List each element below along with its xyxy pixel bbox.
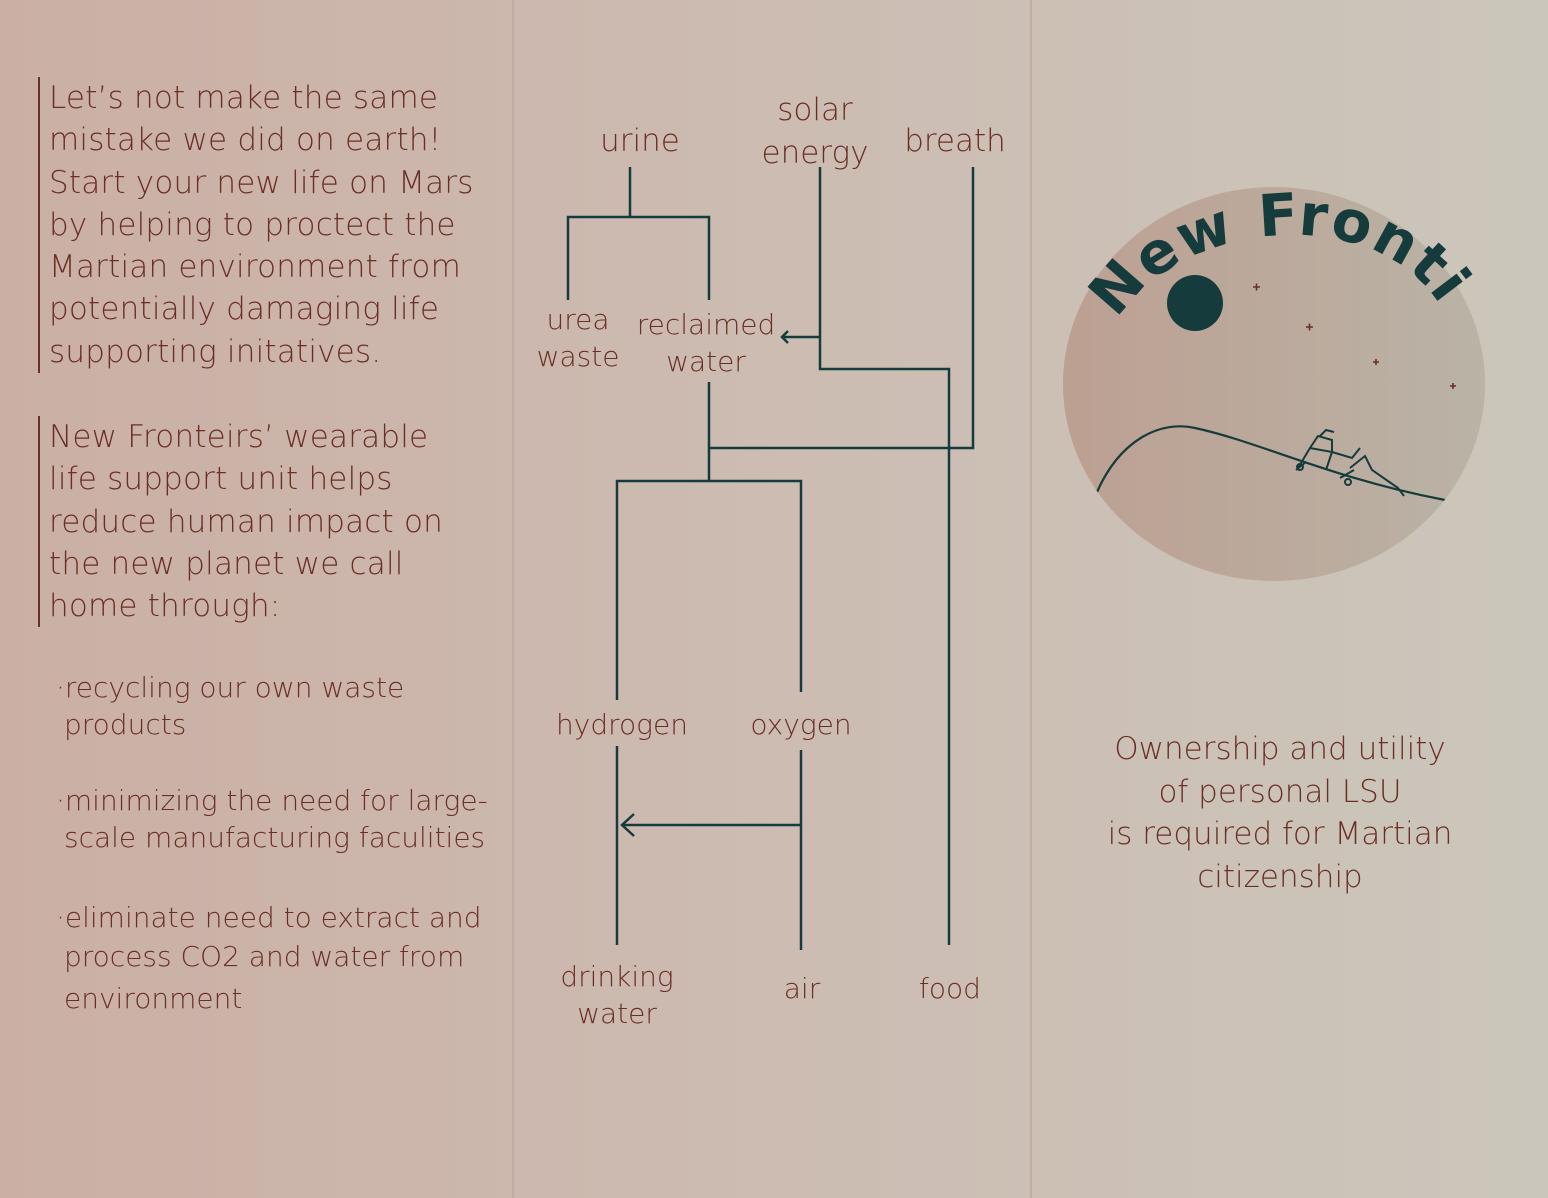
product-paragraph: New Fronteirs’ wearable life support uni… (38, 416, 443, 628)
label-solar-energy: solar energy (761, 92, 869, 171)
product-line: life support unit helps (49, 461, 393, 498)
intro-line: by helping to proctect the (49, 206, 456, 243)
intro-line: potentially damaging life (49, 291, 440, 328)
water-split (615, 479, 803, 700)
label-urine: urine (600, 123, 680, 159)
product-line: the new planet we call (49, 545, 404, 582)
intro-line: mistake we did on earth! (49, 122, 442, 159)
bullet-manufacturing: ·minimizing the need for large- scale ma… (56, 782, 488, 856)
label-oxygen: oxygen (750, 708, 852, 741)
label-food: food (919, 972, 981, 1005)
note-line: is required for Martian (1107, 816, 1453, 852)
note-line: citizenship (1197, 858, 1363, 895)
fold-line-right (1030, 0, 1032, 1198)
bullet-first-line: ·minimizing the need for large- (56, 784, 488, 817)
planet-icon (1167, 275, 1223, 331)
arrowhead (620, 813, 635, 837)
label-hydrogen: hydrogen (556, 708, 688, 741)
note-line: Ownership and utility (1114, 731, 1446, 767)
intro-line: supporting initatives. (49, 333, 382, 370)
intro-line: Martian environment from (49, 249, 461, 286)
product-line: New Fronteirs’ wearable (49, 419, 429, 455)
label-drinking-water: drinking water (560, 960, 674, 1030)
bullet-rest: process CO2 and water from environment (64, 940, 465, 1015)
citizenship-note: Ownership and utility of personal LSU is… (1090, 728, 1470, 898)
star-icons (1253, 283, 1456, 389)
bullet-extraction: ·eliminate need to extract and process C… (56, 899, 496, 1020)
intro-line: Let’s not make the same (49, 80, 439, 116)
label-urea-waste: urea waste (536, 303, 620, 373)
intro-line: Start your new life on Mars (49, 164, 474, 201)
mars-horizon (1095, 425, 1446, 502)
bullet-rest: scale manufacturing faculities (64, 821, 486, 854)
bullet-first-line: ·recycling our own waste (56, 671, 405, 704)
bullet-first-line: ·eliminate need to extract and (56, 901, 482, 934)
solar-line (818, 167, 951, 945)
fold-line-left (512, 0, 514, 1198)
intro-paragraph: Let’s not make the same mistake we did o… (38, 77, 474, 374)
breath-line (709, 167, 975, 450)
bullet-rest: products (64, 708, 187, 741)
rover-icon (1295, 428, 1405, 497)
label-breath: breath (904, 123, 1006, 159)
product-line: reduce human impact on (49, 503, 443, 540)
product-line: home through: (49, 588, 281, 625)
label-air: air (783, 972, 821, 1005)
note-line: of personal LSU (1158, 773, 1402, 810)
logo-circle (1063, 187, 1485, 581)
urine-split (566, 215, 711, 300)
arrowhead (780, 330, 789, 344)
label-reclaimed-water: reclaimed water (636, 308, 776, 378)
bullet-recycling: ·recycling our own waste products (56, 669, 404, 743)
